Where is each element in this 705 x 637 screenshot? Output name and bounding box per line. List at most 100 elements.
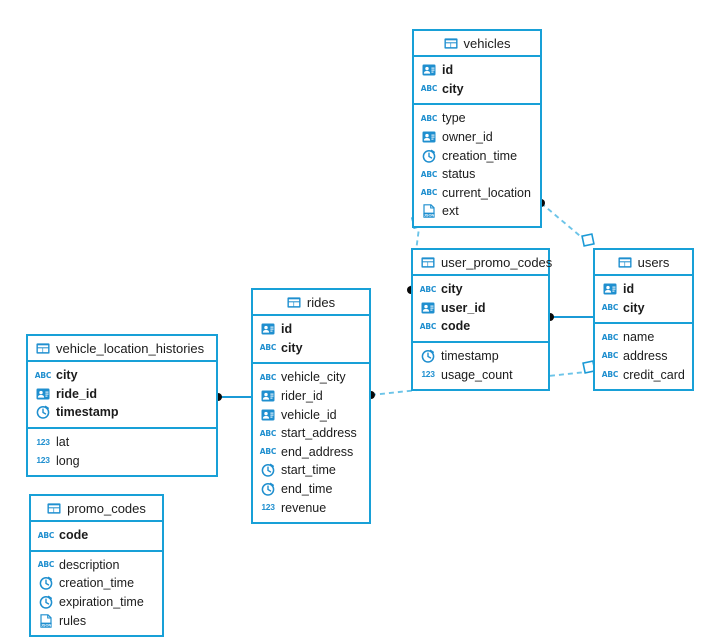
clock-icon — [39, 595, 53, 609]
field-label: city — [442, 81, 464, 96]
primary-key-field-id[interactable]: id — [253, 320, 369, 339]
primary-key-field-id[interactable]: id — [414, 61, 540, 80]
field-label: lat — [56, 435, 70, 450]
123-number-icon: 123 — [261, 502, 275, 513]
field-creation_time[interactable]: creation_time — [414, 146, 540, 165]
table-grid-icon — [36, 341, 50, 355]
primary-key-field-timestamp[interactable]: timestamp — [28, 403, 216, 422]
table-title-promo_codes[interactable]: promo_codes — [31, 496, 162, 522]
id-badge-icon — [36, 387, 50, 401]
field-label: owner_id — [442, 130, 493, 145]
field-expiration_time[interactable]: expiration_time — [31, 593, 162, 612]
field-label: code — [59, 528, 89, 543]
table-name-label: rides — [306, 294, 336, 310]
field-label: user_id — [441, 300, 486, 315]
field-owner_id[interactable]: owner_id — [414, 128, 540, 147]
field-label: city — [281, 340, 303, 355]
primary-key-field-ride_id[interactable]: ride_id — [28, 385, 216, 404]
clock-icon — [39, 576, 53, 591]
primary-key-field-id[interactable]: id — [595, 280, 692, 299]
field-start_time[interactable]: start_time — [253, 461, 369, 480]
primary-key-field-user_id[interactable]: user_id — [413, 299, 548, 318]
table-title-user_promo_codes[interactable]: user_promo_codes — [413, 250, 552, 276]
primary-key-section: ABC code — [31, 522, 162, 552]
field-label: address — [623, 349, 668, 364]
abc-text-icon: ABC — [419, 321, 437, 331]
id-badge-icon — [603, 282, 617, 296]
table-grid-icon — [443, 36, 458, 50]
123-number-icon: 123 — [36, 455, 50, 466]
abc-text-icon: ABC — [259, 372, 277, 382]
field-label: city — [441, 282, 463, 297]
field-timestamp[interactable]: timestamp — [413, 347, 548, 366]
id-badge-icon — [421, 301, 435, 315]
relationship-vehicles-to-users[interactable] — [537, 199, 595, 247]
field-vehicle_id[interactable]: vehicle_id — [253, 405, 369, 424]
relationship-user_promo_codes-to-users[interactable] — [546, 313, 593, 321]
clock-icon — [36, 405, 50, 420]
field-end_time[interactable]: end_time — [253, 480, 369, 499]
field-label: id — [281, 322, 293, 337]
id-badge-icon — [422, 130, 436, 144]
relationship-endpoint-square — [581, 233, 595, 247]
primary-key-field-city[interactable]: ABC city — [414, 80, 540, 99]
field-label: id — [442, 63, 454, 78]
table-title-vehicles[interactable]: vehicles — [414, 31, 540, 57]
clock-icon — [261, 482, 275, 496]
field-label: city — [56, 368, 78, 383]
field-creation_time[interactable]: creation_time — [31, 574, 162, 593]
field-label: creation_time — [442, 148, 518, 163]
field-label: timestamp — [56, 405, 119, 420]
field-label: start_time — [281, 463, 336, 478]
relationship-vehicle_location_histories-to-rides[interactable] — [214, 393, 251, 401]
abc-text-icon: ABC — [259, 428, 277, 438]
primary-key-field-code[interactable]: ABC code — [31, 526, 162, 545]
table-title-rides[interactable]: rides — [253, 290, 369, 316]
field-label: status — [442, 167, 476, 182]
table-grid-icon — [47, 501, 61, 515]
id-badge-icon — [261, 389, 275, 403]
field-label: ride_id — [56, 386, 97, 401]
table-title-users[interactable]: users — [595, 250, 692, 276]
json-document-icon: JSON — [39, 613, 53, 628]
table-title-vehicle_location_histories[interactable]: vehicle_location_histories — [28, 336, 216, 362]
field-rider_id[interactable]: rider_id — [253, 387, 369, 406]
abc-text-icon: ABC — [37, 530, 55, 540]
field-label: vehicle_city — [281, 370, 346, 385]
abc-text-icon: ABC — [420, 84, 438, 94]
abc-text-icon: ABC — [601, 332, 619, 342]
field-vehicle_city[interactable]: ABC vehicle_city — [253, 368, 369, 387]
clock-icon — [421, 349, 435, 363]
